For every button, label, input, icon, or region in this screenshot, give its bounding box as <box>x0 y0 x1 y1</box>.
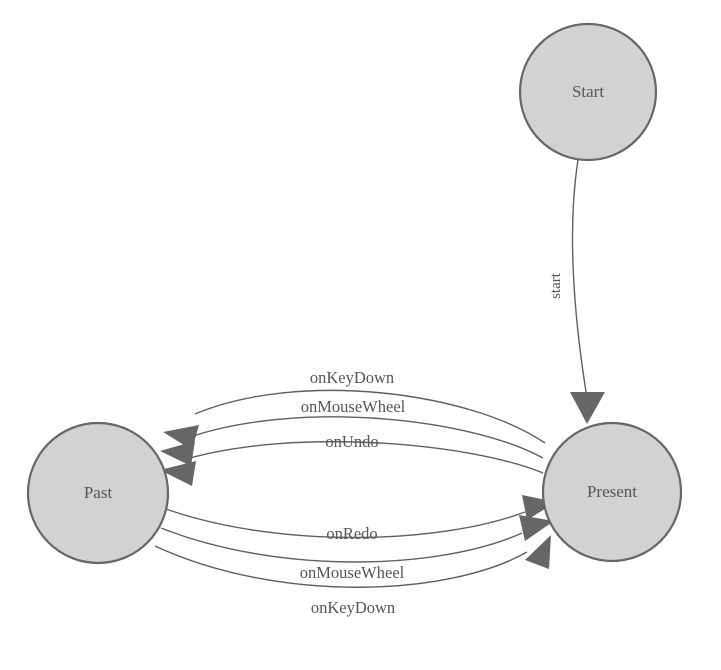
node-start[interactable]: Start <box>518 22 658 162</box>
edge-label-top-1: onKeyDown <box>310 368 394 387</box>
edge-label-bot-2: onMouseWheel <box>300 563 405 582</box>
edge-label-top-3: onUndo <box>325 432 378 451</box>
edge-bot-1-path <box>165 508 526 539</box>
node-present-circle <box>541 421 683 563</box>
edge-label-top-2: onMouseWheel <box>301 397 406 416</box>
edge-present-to-past-onundo[interactable]: onUndo <box>160 432 544 486</box>
node-past[interactable]: Past <box>26 421 170 565</box>
node-present[interactable]: Present <box>541 421 683 563</box>
edge-top-3-path <box>189 440 544 474</box>
edge-top-2-path <box>189 416 544 459</box>
arrowhead-into-present-3 <box>525 535 551 569</box>
arrowhead-into-present-top <box>570 392 605 424</box>
edge-past-to-present-onmousewheel[interactable]: onMouseWheel <box>160 515 554 582</box>
arrowhead-into-present-2 <box>519 515 554 541</box>
edge-top-1-path <box>194 389 546 444</box>
edge-bot-3-path <box>154 545 528 588</box>
edge-start-path <box>571 159 588 399</box>
edge-label-start: start <box>548 272 564 299</box>
edge-past-to-present-onkeydown[interactable]: onKeyDown <box>154 535 551 617</box>
node-past-label: Past <box>84 483 113 502</box>
node-present-label: Present <box>587 482 637 501</box>
edge-label-bot-3: onKeyDown <box>311 598 395 617</box>
edge-present-to-past-onmousewheel[interactable]: onMouseWheel <box>160 397 544 466</box>
node-start-label: Start <box>572 82 604 101</box>
arrowhead-into-past-3 <box>160 461 196 486</box>
edge-bot-2-path <box>160 527 523 563</box>
edge-start-to-present[interactable]: start <box>548 159 605 424</box>
edge-label-bot-1: onRedo <box>326 524 377 543</box>
edge-past-to-present-onredo[interactable]: onRedo <box>165 495 556 543</box>
node-past-circle <box>26 421 170 565</box>
node-start-circle <box>518 22 658 162</box>
arrowhead-into-past-2 <box>160 441 195 466</box>
